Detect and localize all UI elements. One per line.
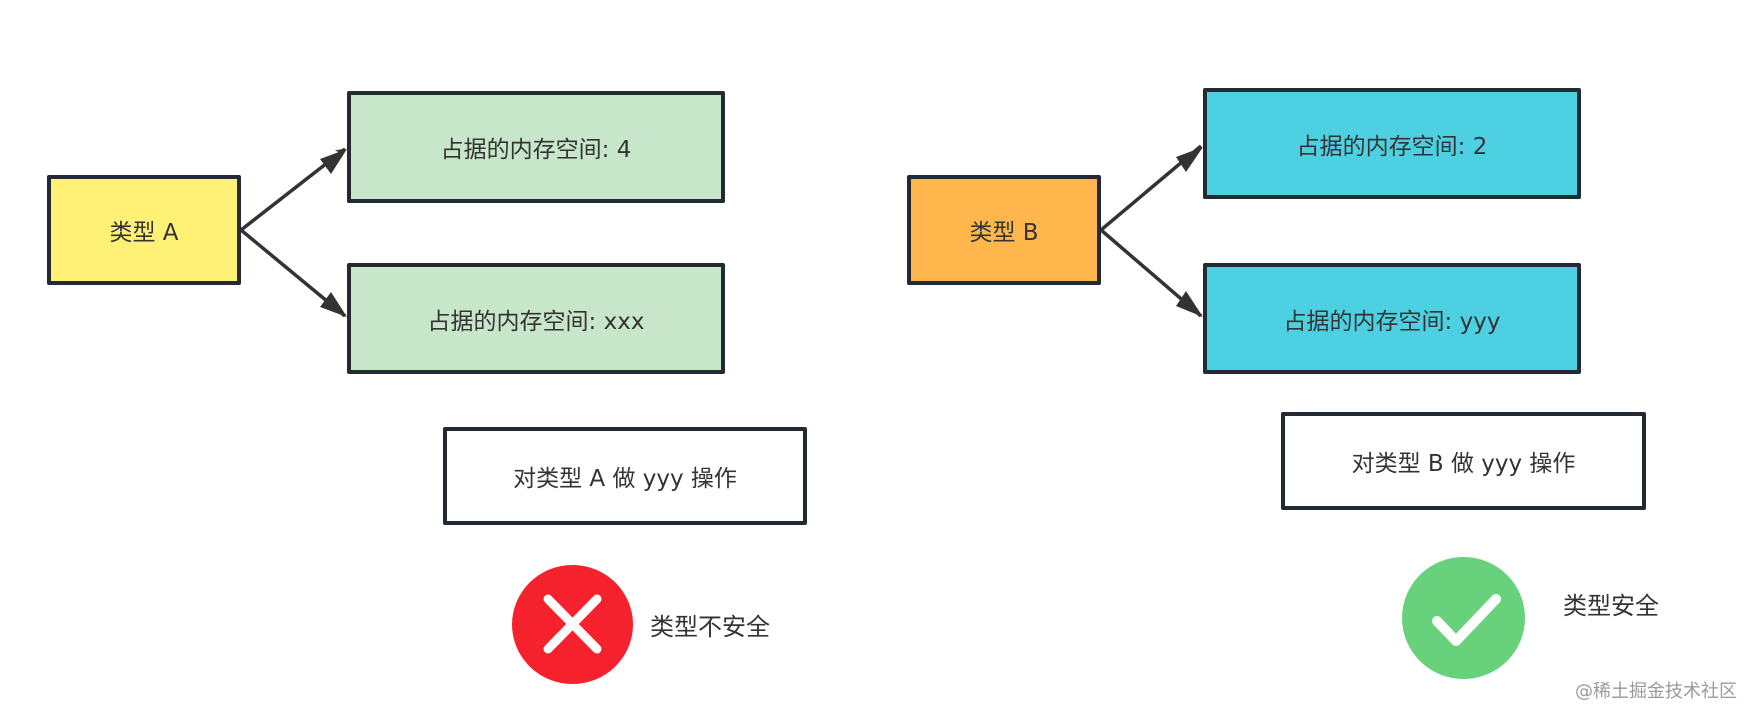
memory-label: 占据的内存空间: yyy	[1283, 308, 1501, 335]
memory-label: 占据的内存空间: 4	[440, 137, 632, 163]
watermark: @稀土掘金技术社区	[1575, 681, 1737, 702]
type-a-box: 类型 A	[47, 175, 241, 285]
type-b-box: 类型 B	[907, 175, 1101, 285]
operation-label: 对类型 A 做 yyy 操作	[513, 466, 737, 492]
type-b-label: 类型 B	[969, 220, 1039, 246]
operation-box-b: 对类型 B 做 yyy 操作	[1281, 412, 1646, 510]
memory-label: 占据的内存空间: xxx	[427, 308, 645, 335]
operation-label: 对类型 B 做 yyy 操作	[1351, 451, 1576, 477]
operation-box-a: 对类型 A 做 yyy 操作	[443, 427, 807, 525]
safe-label: 类型安全	[1563, 592, 1659, 620]
type-a-label: 类型 A	[109, 220, 179, 246]
arrowhead-icon	[1176, 147, 1203, 172]
arrowhead-icon	[320, 292, 347, 317]
check-circle-icon	[1402, 557, 1525, 679]
arrowhead-icon	[1176, 291, 1203, 317]
memory-box-b-top: 占据的内存空间: 2	[1203, 88, 1581, 199]
arrowhead-icon	[320, 149, 347, 174]
memory-box-b-bottom: 占据的内存空间: yyy	[1203, 263, 1581, 374]
unsafe-label: 类型不安全	[650, 613, 770, 641]
memory-box-a-bottom: 占据的内存空间: xxx	[347, 263, 725, 374]
x-circle-icon	[512, 565, 633, 684]
memory-label: 占据的内存空间: 2	[1296, 133, 1488, 160]
memory-box-a-top: 占据的内存空间: 4	[347, 91, 725, 203]
